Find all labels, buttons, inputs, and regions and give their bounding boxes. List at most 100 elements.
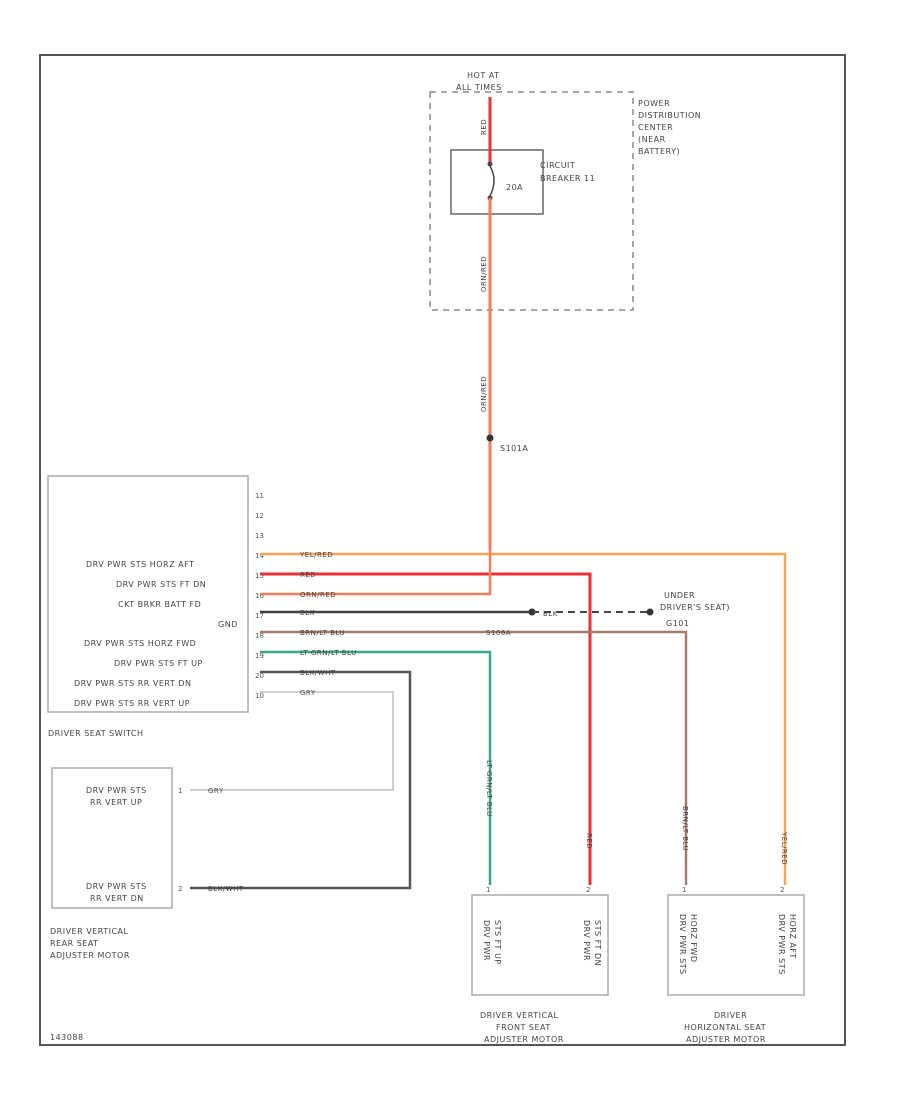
front-motor-label-1: DRIVER VERTICAL <box>480 1011 559 1020</box>
wire-red <box>260 572 592 885</box>
wire-orn-red-branch <box>260 548 492 596</box>
wire-label-blk-2: BLK <box>543 610 558 618</box>
ground-name: G101 <box>666 619 689 628</box>
breaker-line-1: CIRCUIT <box>540 161 575 170</box>
driver-seat-switch-label: DRIVER SEAT SWITCH <box>48 729 144 738</box>
breaker-rating: 20A <box>506 183 523 192</box>
wire-lt-grn-blu <box>260 650 492 885</box>
wire-label-blk-wht-2: BLK/WHT <box>208 885 244 893</box>
pdc-name-line-2: DISTRIBUTION <box>638 111 701 120</box>
front-motor-col2-a: DRV PWR <box>582 920 591 961</box>
switch-pin-10: 10 <box>255 692 264 700</box>
ground-line-2: DRIVER'S SEAT) <box>660 603 730 612</box>
wire-label-gry: GRY <box>300 689 316 697</box>
footer-code: 143088 <box>50 1033 84 1042</box>
switch-row-horz-aft: DRV PWR STS HORZ AFT <box>86 560 194 569</box>
pdc-name-line-5: BATTERY) <box>638 147 680 156</box>
rear-motor-pin-1: 1 <box>178 787 182 795</box>
horz-motor-label-1: DRIVER <box>714 1011 747 1020</box>
rear-motor-row2-b: RR VERT DN <box>90 894 144 903</box>
switch-pin-11: 11 <box>255 492 264 500</box>
circuit-breaker-box <box>450 149 544 215</box>
rear-motor-box <box>51 767 173 909</box>
switch-pin-16: 16 <box>255 592 264 600</box>
front-motor-box <box>471 894 609 996</box>
wire-label-v-yel-red: YEL/RED <box>780 831 788 865</box>
ground-line-1: UNDER <box>664 591 695 600</box>
switch-row-rr-vert-up: DRV PWR STS RR VERT UP <box>74 699 190 708</box>
wire-label-brn-blu: BRN/LT BLU <box>300 629 345 637</box>
splice-s101a <box>486 434 494 442</box>
horz-motor-label-3: ADJUSTER MOTOR <box>686 1035 766 1044</box>
front-motor-col2-b: STS FT DN <box>593 920 602 966</box>
front-motor-label-3: ADJUSTER MOTOR <box>484 1035 564 1044</box>
wire-label-orn-red-3: ORN/RED <box>300 591 336 599</box>
horz-motor-box <box>667 894 805 996</box>
switch-row-ft-dn: DRV PWR STS FT DN <box>116 580 206 589</box>
rear-motor-row1-a: DRV PWR STS <box>86 786 147 795</box>
switch-pin-15: 15 <box>255 572 264 580</box>
wire-blk-wht <box>190 670 412 890</box>
ground-point <box>646 608 654 616</box>
wire-label-orn-red-2: ORN/RED <box>480 376 488 412</box>
switch-pin-19: 19 <box>255 652 264 660</box>
switch-row-gnd: GND <box>218 620 238 629</box>
switch-pin-13: 13 <box>255 532 264 540</box>
switch-row-ft-up: DRV PWR STS FT UP <box>114 659 203 668</box>
horz-motor-col2-b: HORZ AFT <box>788 914 797 959</box>
wire-label-gry-2: GRY <box>208 787 224 795</box>
breaker-line-2: BREAKER 11 <box>540 174 595 183</box>
front-motor-label-2: FRONT SEAT <box>496 1023 551 1032</box>
pdc-name-line-1: POWER <box>638 99 670 108</box>
horz-motor-col1-a: DRV PWR STS <box>678 914 687 975</box>
horz-motor-label-2: HORIZONTAL SEAT <box>684 1023 766 1032</box>
switch-row-ckt-brkr: CKT BRKR BATT FD <box>118 600 201 609</box>
wire-label-v-lt-grn-blu: LT GRN/LT BLU <box>485 760 493 817</box>
switch-pin-12: 12 <box>255 512 264 520</box>
diagram-frame <box>39 54 846 1046</box>
pdc-name-line-3: CENTER <box>638 123 673 132</box>
power-distribution-center-box <box>429 91 634 311</box>
switch-pin-17: 17 <box>255 612 264 620</box>
wire-label-blk-wht: BLK/WHT <box>300 669 336 677</box>
hot-label-2: ALL TIMES <box>456 83 502 92</box>
splice2-label: S106A <box>486 629 511 637</box>
wire-brn-blu <box>260 630 688 885</box>
wire-label-red: RED <box>300 571 316 579</box>
driver-seat-switch-box <box>47 475 249 713</box>
front-motor-pin-1: 1 <box>486 886 490 894</box>
hot-label-1: HOT AT <box>467 71 499 80</box>
switch-pin-14: 14 <box>255 552 264 560</box>
rear-motor-row1-b: RR VERT UP <box>90 798 142 807</box>
wire-label-lt-grn-blu: LT GRN/LT BLU <box>300 649 357 657</box>
horz-motor-col1-b: HORZ FWD <box>689 914 698 963</box>
rear-motor-row2-a: DRV PWR STS <box>86 882 147 891</box>
horz-motor-pin-2: 2 <box>780 886 784 894</box>
rear-motor-label-3: ADJUSTER MOTOR <box>50 951 130 960</box>
wire-label-blk: BLK <box>300 609 315 617</box>
rear-motor-label-2: REAR SEAT <box>50 939 99 948</box>
front-motor-pin-2: 2 <box>586 886 590 894</box>
front-motor-col1-a: DRV PWR <box>482 920 491 961</box>
rear-motor-pin-2: 2 <box>178 885 182 893</box>
breaker-contact-top <box>487 161 493 167</box>
wire-label-yel-red: YEL/RED <box>299 551 333 559</box>
wire-yel-red <box>260 552 787 885</box>
switch-pin-18: 18 <box>255 632 264 640</box>
wire-label-v-red: RED <box>585 833 593 849</box>
horz-motor-col2-a: DRV PWR STS <box>777 914 786 975</box>
wire-gry <box>190 691 394 791</box>
switch-row-horz-fwd: DRV PWR STS HORZ FWD <box>84 639 196 648</box>
wire-label-top-red: RED <box>480 119 488 135</box>
splice-s101a-label: S101A <box>500 444 528 453</box>
front-motor-col1-b: STS FT UP <box>493 920 502 965</box>
wire-label-v-brn-blu: BRN/LT BLU <box>681 806 689 851</box>
pdc-name-line-4: (NEAR <box>638 135 666 144</box>
rear-motor-label-1: DRIVER VERTICAL <box>50 927 129 936</box>
wire-label-orn-red-1: ORN/RED <box>480 256 488 292</box>
switch-pin-20: 20 <box>255 672 264 680</box>
switch-row-rr-vert-dn: DRV PWR STS RR VERT DN <box>74 679 191 688</box>
horz-motor-pin-1: 1 <box>682 886 686 894</box>
breaker-element <box>489 165 495 197</box>
